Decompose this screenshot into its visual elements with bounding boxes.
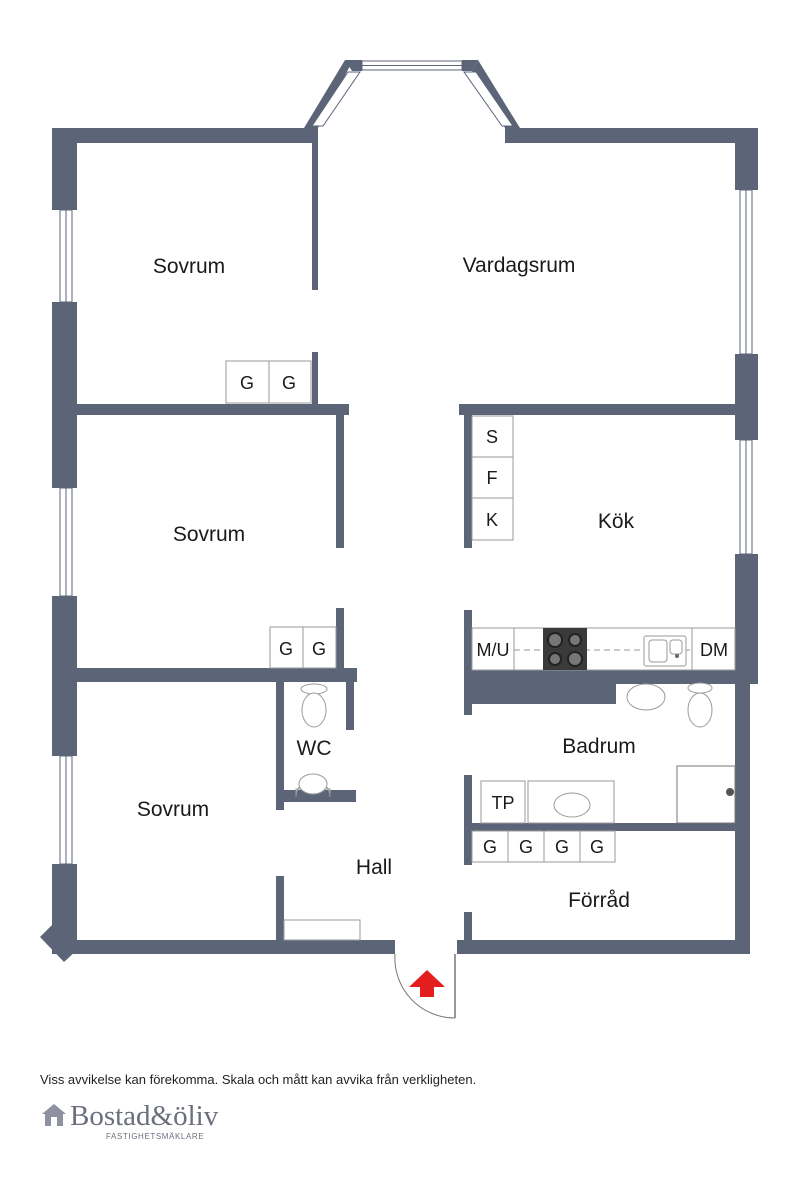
wardrobe-label: G xyxy=(282,373,296,393)
disclaimer-text: Viss avvikelse kan förekomma. Skala och … xyxy=(40,1072,477,1087)
room-label-badrum: Badrum xyxy=(562,735,636,758)
microwave-label: M/U xyxy=(477,640,510,660)
entrance-arrow-icon xyxy=(409,970,445,997)
wardrobe-label: G xyxy=(590,837,604,857)
dryer-label: TP xyxy=(491,793,514,813)
wardrobe-label: G xyxy=(483,837,497,857)
freezer-label: F xyxy=(487,468,498,488)
dishwasher-label: DM xyxy=(700,640,728,660)
wardrobe-label: G xyxy=(312,639,326,659)
interior-walls xyxy=(77,140,735,940)
room-label-forrad: Förråd xyxy=(568,889,630,912)
room-label-sovrum-top: Sovrum xyxy=(153,255,225,278)
wardrobe-label: G xyxy=(555,837,569,857)
cold-label: K xyxy=(486,510,498,530)
room-label-hall: Hall xyxy=(356,856,392,879)
room-label-sovrum-bottom: Sovrum xyxy=(137,798,209,821)
floor-plan: Sovrum Vardagsrum Sovrum Kök Sovrum WC B… xyxy=(40,60,758,1019)
fixtures xyxy=(225,360,736,941)
exterior-walls xyxy=(40,60,758,962)
windows xyxy=(59,60,753,865)
logo-name: Bostad&öliv xyxy=(70,1100,219,1132)
wardrobe-label: G xyxy=(240,373,254,393)
house-icon xyxy=(42,1104,66,1126)
entrance-door xyxy=(394,953,456,1019)
room-label-vardagsrum: Vardagsrum xyxy=(463,254,576,277)
logo-subtitle: FASTIGHETSMÄKLARE xyxy=(106,1132,205,1141)
brand-logo: Bostad&öliv FASTIGHETSMÄKLARE xyxy=(40,1098,300,1148)
room-label-wc: WC xyxy=(297,737,332,760)
wardrobe-label: G xyxy=(519,837,533,857)
room-label-sovrum-mid: Sovrum xyxy=(173,523,245,546)
fridge-label: S xyxy=(486,427,498,447)
room-label-kok: Kök xyxy=(598,510,635,533)
wardrobe-label: G xyxy=(279,639,293,659)
